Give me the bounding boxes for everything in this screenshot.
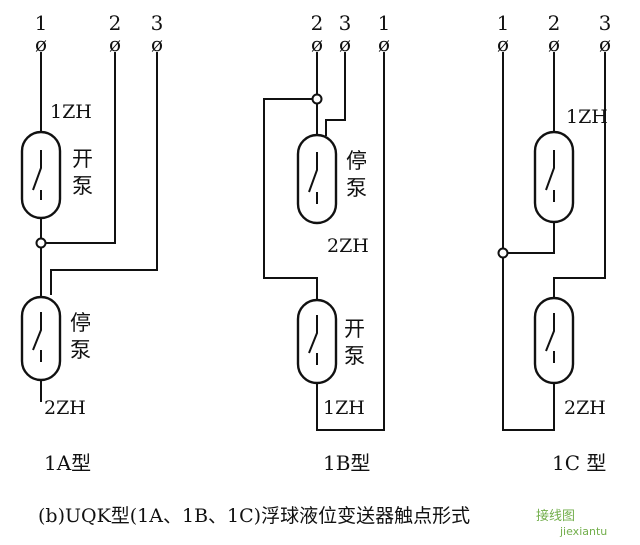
stop-line-2: 泵 bbox=[346, 176, 367, 200]
diagram-caption: (b)UQK型(1A、1B、1C)浮球液位变送器触点形式 bbox=[38, 505, 470, 527]
junction-1a bbox=[35, 237, 47, 249]
float-switch-1zh bbox=[20, 130, 62, 220]
terminal-1-label: 1 bbox=[35, 11, 48, 35]
watermark-main: 接线图 bbox=[536, 508, 575, 524]
wire-1a-terminal-2 bbox=[41, 52, 116, 244]
type-1b-label: 1B型 bbox=[323, 451, 370, 475]
terminal-3-symbol: ø bbox=[339, 32, 351, 56]
wire-1a-terminal-3 bbox=[50, 52, 158, 295]
contact-1zh bbox=[308, 315, 318, 365]
wire-1b-loop bbox=[263, 98, 318, 300]
label-stop-pump-1b: 停 泵 bbox=[346, 149, 374, 200]
start-line-2: 泵 bbox=[344, 344, 365, 368]
switch-1zh-label: 1ZH bbox=[566, 106, 608, 128]
terminal-1-symbol: ø bbox=[497, 32, 509, 56]
terminal-1-symbol: ø bbox=[35, 32, 47, 56]
terminal-3-label: 3 bbox=[599, 11, 612, 35]
terminal-1-label: 1 bbox=[497, 11, 510, 35]
terminal-1-symbol: ø bbox=[378, 32, 390, 56]
label-start-pump-1a: 开 泵 bbox=[72, 147, 100, 198]
terminal-2-symbol: ø bbox=[548, 32, 560, 56]
wire-1b-terminal-1 bbox=[316, 52, 385, 431]
junction-1c bbox=[497, 247, 509, 259]
switch-2zh-label: 2ZH bbox=[44, 397, 86, 419]
switch-2zh-label: 2ZH bbox=[564, 397, 606, 419]
terminal-3-symbol: ø bbox=[151, 32, 163, 56]
wire-1b-terminals-2-3 bbox=[316, 52, 346, 136]
switch-1zh-label: 1ZH bbox=[323, 397, 365, 419]
stop-line-1: 停 bbox=[346, 149, 367, 173]
type-1a-label: 1A型 bbox=[44, 451, 91, 475]
terminal-2-label: 2 bbox=[109, 11, 122, 35]
contact-2zh bbox=[308, 152, 318, 204]
watermark-sub: jiexiantu bbox=[559, 525, 607, 538]
junction-1b bbox=[311, 93, 323, 105]
terminal-1-label: 1 bbox=[378, 11, 391, 35]
diagram-1a: 1 2 3 ø ø ø 1ZH 开 泵 停 泵 2ZH 1A型 bbox=[20, 11, 164, 475]
contact-1zh bbox=[32, 150, 42, 200]
label-start-pump-1b: 开 泵 bbox=[344, 317, 372, 368]
float-switch-2zh bbox=[20, 295, 62, 382]
contact-2zh bbox=[545, 313, 555, 363]
float-switch-1zh bbox=[296, 298, 338, 385]
float-switch-2zh bbox=[296, 133, 338, 225]
terminal-3-label: 3 bbox=[151, 11, 164, 35]
float-switch-2zh bbox=[533, 296, 575, 385]
contact-2zh bbox=[32, 312, 42, 362]
wire-1c-terminal-2 bbox=[503, 52, 555, 254]
terminal-2-label: 2 bbox=[311, 11, 324, 35]
terminal-2-label: 2 bbox=[548, 11, 561, 35]
wire-1c-terminal-3 bbox=[553, 52, 606, 298]
watermark: 接线图 jiexiantu bbox=[536, 508, 607, 538]
type-1c-label: 1C 型 bbox=[552, 451, 606, 475]
diagram-1c: 1 2 3 ø ø ø 1ZH 2ZH 1C 型 bbox=[497, 11, 612, 475]
terminal-2-symbol: ø bbox=[311, 32, 323, 56]
stop-line-1: 停 bbox=[70, 311, 91, 335]
label-stop-pump-1a: 停 泵 bbox=[70, 311, 98, 362]
start-line-1: 开 bbox=[72, 147, 93, 171]
stop-line-2: 泵 bbox=[70, 338, 91, 362]
contact-1zh bbox=[545, 150, 555, 202]
switch-1zh-label: 1ZH bbox=[50, 101, 92, 123]
diagram-1b: 2 3 1 ø ø ø 停 泵 2ZH 开 泵 1ZH 1B型 bbox=[263, 11, 391, 475]
terminal-3-label: 3 bbox=[339, 11, 352, 35]
terminal-2-symbol: ø bbox=[109, 32, 121, 56]
switch-2zh-label: 2ZH bbox=[327, 235, 369, 257]
wire-1c-terminal-1 bbox=[502, 52, 555, 431]
start-line-2: 泵 bbox=[72, 174, 93, 198]
terminal-3-symbol: ø bbox=[599, 32, 611, 56]
start-line-1: 开 bbox=[344, 317, 365, 341]
float-switch-1zh bbox=[533, 130, 575, 224]
